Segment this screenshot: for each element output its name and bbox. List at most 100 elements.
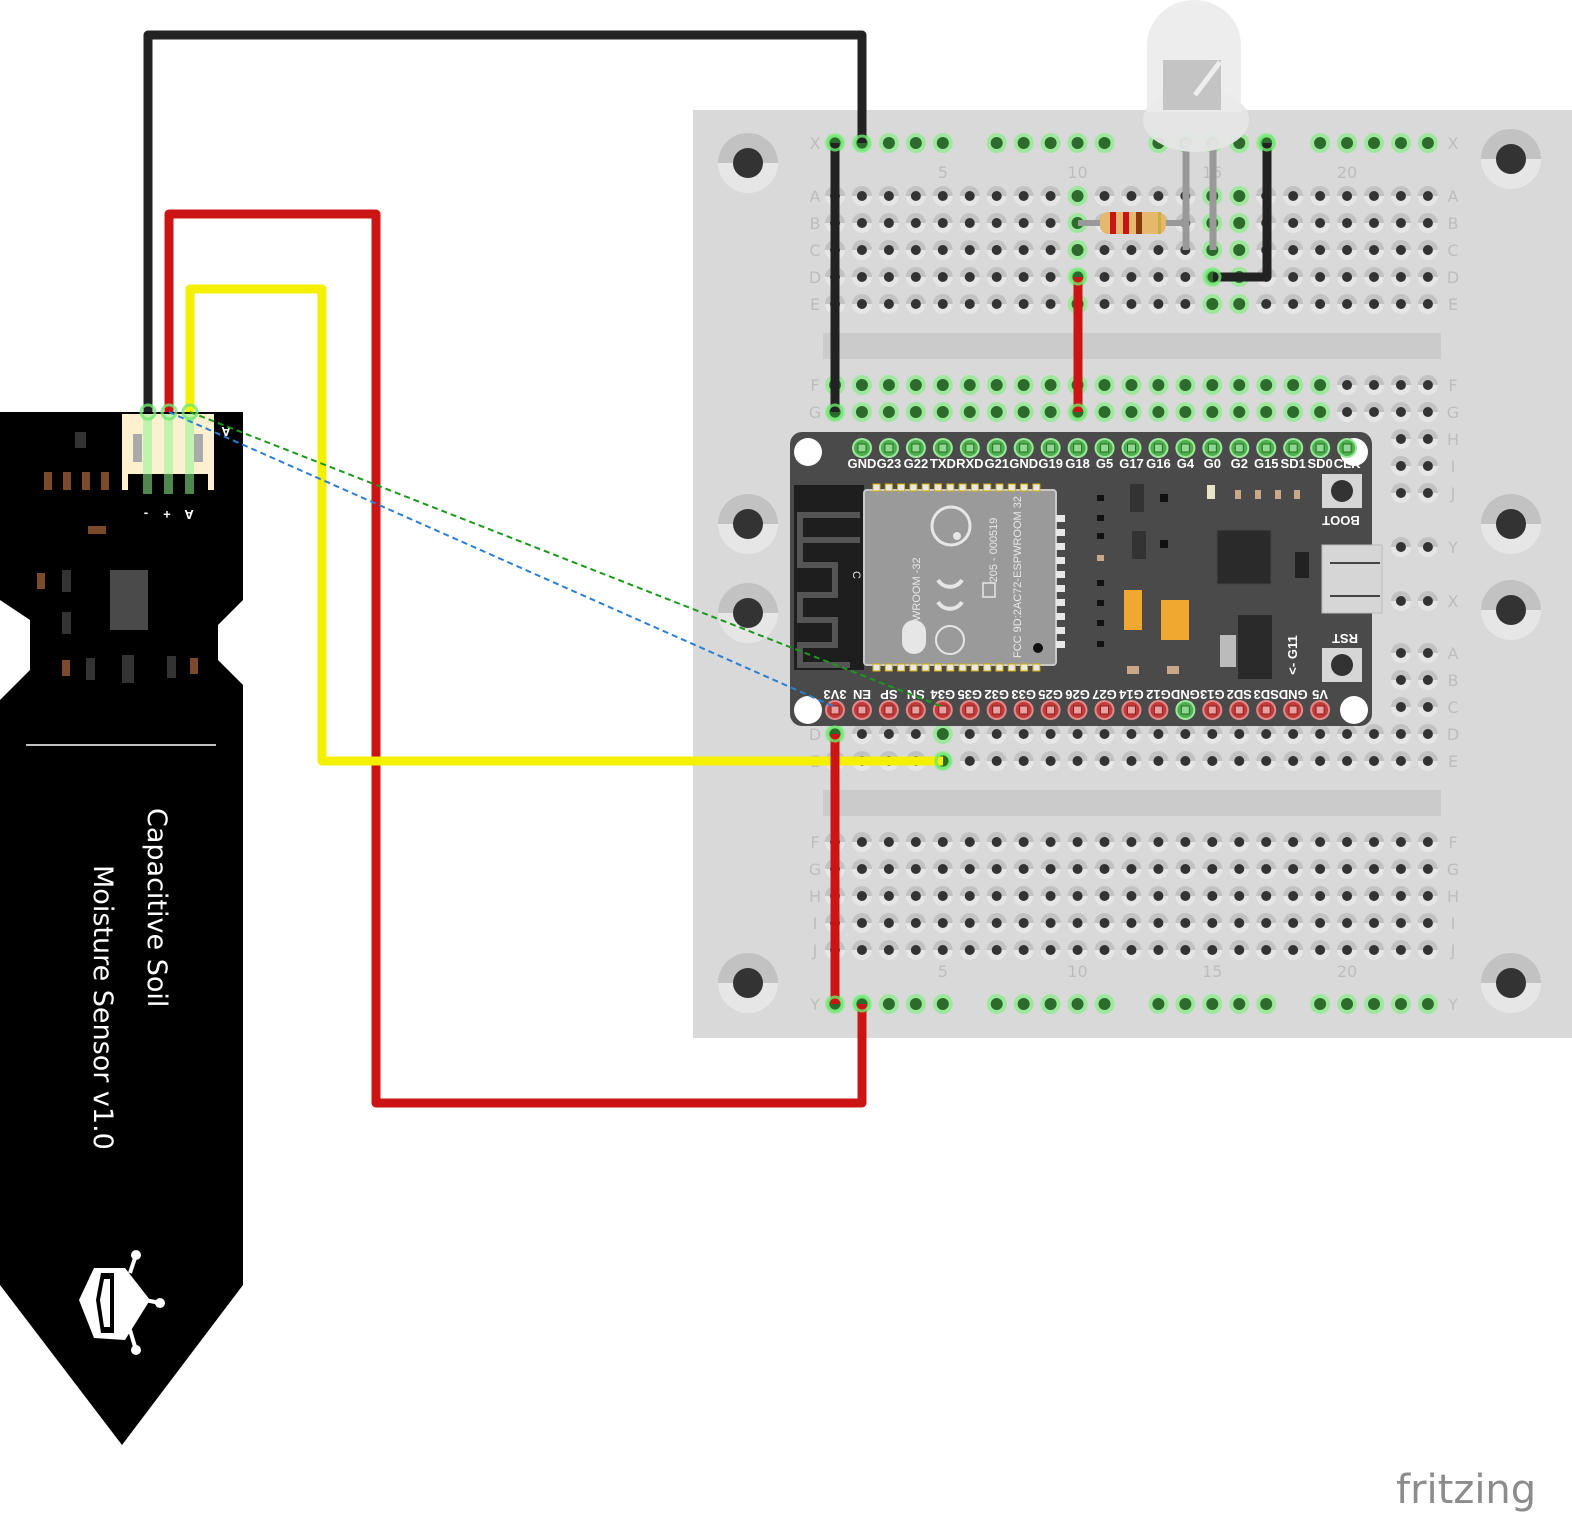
breadboard-hole[interactable] <box>1121 940 1142 960</box>
breadboard-hole[interactable] <box>1390 267 1411 287</box>
breadboard-hole[interactable] <box>1310 240 1331 260</box>
breadboard-hole[interactable] <box>1229 402 1250 422</box>
breadboard-hole[interactable] <box>1094 859 1115 879</box>
breadboard-hole[interactable] <box>986 940 1007 960</box>
breadboard-hole[interactable] <box>1148 267 1169 287</box>
breadboard-hole[interactable] <box>959 267 980 287</box>
breadboard-hole[interactable] <box>1067 751 1088 771</box>
breadboard-hole[interactable] <box>851 402 872 422</box>
breadboard-hole[interactable] <box>1337 375 1358 395</box>
breadboard-hole[interactable] <box>1148 186 1169 206</box>
breadboard-hole[interactable] <box>959 751 980 771</box>
breadboard-hole[interactable] <box>1390 456 1411 477</box>
breadboard-hole[interactable] <box>1121 267 1142 287</box>
breadboard-hole[interactable] <box>1148 832 1169 853</box>
breadboard-hole[interactable] <box>1148 294 1169 314</box>
breadboard-hole[interactable] <box>986 913 1007 933</box>
wire-endpoint[interactable] <box>934 752 952 770</box>
breadboard-hole[interactable] <box>878 186 899 206</box>
breadboard-hole[interactable] <box>1390 537 1411 557</box>
breadboard-hole[interactable] <box>1417 429 1438 449</box>
wire-endpoint[interactable] <box>826 725 844 743</box>
micro-usb-port[interactable] <box>1321 544 1383 614</box>
breadboard-hole[interactable] <box>878 994 899 1014</box>
breadboard-hole[interactable] <box>851 940 872 960</box>
breadboard-hole[interactable] <box>1202 832 1223 853</box>
breadboard-hole[interactable] <box>932 832 953 853</box>
breadboard-hole[interactable] <box>1283 213 1304 234</box>
breadboard-hole[interactable] <box>1390 724 1411 744</box>
breadboard-hole[interactable] <box>1283 751 1304 771</box>
breadboard-hole[interactable] <box>1121 913 1142 933</box>
breadboard-hole[interactable] <box>1040 832 1061 853</box>
wire-sensor-gnd[interactable] <box>143 30 867 412</box>
breadboard-hole[interactable] <box>1337 913 1358 933</box>
breadboard-hole[interactable] <box>1067 832 1088 853</box>
esp32-pin-txd[interactable] <box>932 438 953 458</box>
breadboard-hole[interactable] <box>1364 213 1384 233</box>
breadboard-hole[interactable] <box>1364 267 1384 287</box>
breadboard-hole[interactable] <box>986 294 1007 314</box>
breadboard-hole[interactable] <box>1283 294 1304 314</box>
breadboard-hole[interactable] <box>878 294 899 314</box>
breadboard-hole[interactable] <box>1121 375 1142 395</box>
breadboard-hole[interactable] <box>1013 267 1034 287</box>
breadboard-hole[interactable] <box>986 751 1007 771</box>
breadboard-hole[interactable] <box>1310 724 1331 744</box>
esp32-devkit[interactable]: C ESP - WROOM -32 205 - 000519 FCC 9D:2A… <box>790 432 1383 726</box>
breadboard-hole[interactable] <box>1202 724 1223 744</box>
breadboard-hole[interactable] <box>1283 913 1304 933</box>
breadboard-hole[interactable] <box>986 402 1007 422</box>
breadboard-hole[interactable] <box>1175 940 1196 960</box>
breadboard-hole[interactable] <box>1121 751 1142 771</box>
breadboard-hole[interactable] <box>932 859 953 879</box>
breadboard-hole[interactable] <box>1310 402 1331 422</box>
breadboard-hole[interactable] <box>1310 294 1331 314</box>
breadboard-hole[interactable] <box>1364 994 1384 1014</box>
breadboard-hole[interactable] <box>1229 859 1250 879</box>
breadboard-hole[interactable] <box>932 994 953 1014</box>
wire-endpoint[interactable] <box>160 403 178 421</box>
breadboard-hole[interactable] <box>1256 294 1277 314</box>
breadboard-hole[interactable] <box>1175 913 1196 933</box>
breadboard-hole[interactable] <box>905 940 926 960</box>
breadboard-hole[interactable] <box>1364 832 1384 852</box>
reset-button[interactable] <box>1322 648 1362 682</box>
led[interactable] <box>1143 0 1249 250</box>
breadboard-hole[interactable] <box>1310 267 1331 287</box>
breadboard-hole[interactable] <box>1013 724 1034 744</box>
breadboard-hole[interactable] <box>1013 133 1034 153</box>
breadboard-hole[interactable] <box>1417 402 1438 422</box>
breadboard-hole[interactable] <box>851 294 872 314</box>
esp32-pin-g32[interactable] <box>986 700 1007 720</box>
breadboard-hole[interactable] <box>1175 267 1196 287</box>
breadboard-hole[interactable] <box>1067 724 1088 744</box>
breadboard-hole[interactable] <box>1175 994 1196 1014</box>
breadboard-hole[interactable] <box>1229 751 1250 771</box>
breadboard-hole[interactable] <box>1013 886 1034 906</box>
breadboard-hole[interactable] <box>1283 832 1304 853</box>
esp32-pin-sd3[interactable] <box>1256 700 1277 720</box>
breadboard-hole[interactable] <box>1040 940 1061 960</box>
breadboard-hole[interactable] <box>1417 133 1438 153</box>
breadboard-hole[interactable] <box>1148 859 1169 879</box>
breadboard-hole[interactable] <box>1202 294 1223 314</box>
breadboard-hole[interactable] <box>1337 294 1358 314</box>
breadboard-hole[interactable] <box>986 133 1007 153</box>
breadboard-hole[interactable] <box>932 724 953 744</box>
esp32-pin-g16[interactable] <box>1148 438 1169 458</box>
breadboard-hole[interactable] <box>1310 886 1331 906</box>
breadboard-hole[interactable] <box>1390 591 1411 611</box>
breadboard-hole[interactable] <box>1256 751 1277 771</box>
breadboard-hole[interactable] <box>1310 913 1331 933</box>
breadboard-hole[interactable] <box>851 375 872 395</box>
breadboard-hole[interactable] <box>1364 859 1384 879</box>
breadboard-hole[interactable] <box>1337 940 1358 960</box>
breadboard-hole[interactable] <box>1364 375 1384 395</box>
breadboard-hole[interactable] <box>932 402 953 422</box>
esp32-pin-g18[interactable] <box>1067 438 1088 458</box>
breadboard-hole[interactable] <box>1148 886 1169 906</box>
breadboard-hole[interactable] <box>1364 133 1384 153</box>
breadboard-hole[interactable] <box>1040 186 1061 206</box>
breadboard-hole[interactable] <box>1148 724 1169 744</box>
